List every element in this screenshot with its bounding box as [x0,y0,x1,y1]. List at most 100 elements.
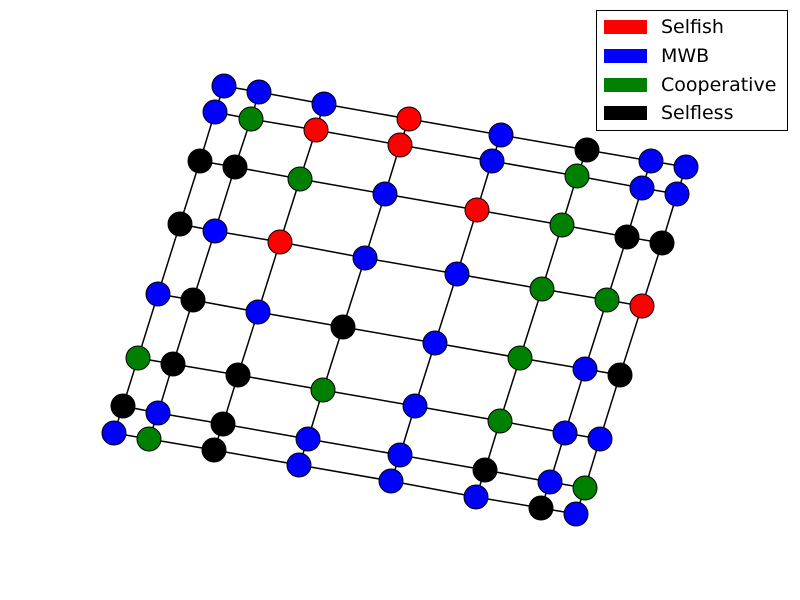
legend-label-cooperative: Cooperative [661,74,777,96]
legend-item-cooperative: Cooperative [604,75,776,95]
node-cooperative-4-5 [507,345,533,371]
node-selfless-2-6 [614,224,640,250]
node-mwb-6-3 [295,426,321,452]
node-mwb-7-0 [101,420,127,446]
node-mwb-7-3 [286,452,312,478]
node-cooperative-5-3 [310,377,336,403]
node-selfless-5-2 [225,362,251,388]
node-selfless-6-0 [110,393,136,419]
node-selfless-5-1 [160,351,186,377]
node-cooperative-3-5 [529,276,555,302]
node-mwb-6-6 [537,469,563,495]
edge-row-0-2 [323,103,410,120]
node-mwb-0-0 [211,73,237,99]
node-mwb-1-4 [479,148,505,174]
node-mwb-5-4 [402,393,428,419]
node-cooperative-6-7 [572,475,598,501]
node-mwb-6-4 [387,442,413,468]
legend-label-selfish: Selfish [661,16,724,38]
edge-row-1-3 [399,144,493,162]
graph-nodes [101,73,699,527]
edge-row-3-3 [364,257,458,275]
node-selfless-4-7 [607,362,633,388]
node-mwb-0-6 [638,148,664,174]
node-mwb-5-7 [587,426,613,452]
node-mwb-1-0 [202,99,228,125]
node-mwb-7-7 [563,501,589,527]
node-selfless-6-2 [210,411,236,437]
node-cooperative-3-6 [594,287,620,313]
node-mwb-5-6 [552,420,578,446]
edge-row-2-3 [384,193,478,211]
edge-row-6-2 [222,423,309,440]
node-mwb-6-1 [145,400,171,426]
node-mwb-4-2 [245,299,271,325]
node-selfless-4-1 [180,287,206,313]
edge-row-7-2 [213,449,300,466]
node-mwb-1-7 [664,181,690,207]
node-selfish-0-3 [396,106,422,132]
node-cooperative-7-1 [136,426,162,452]
node-selfish-3-7 [629,293,655,319]
node-selfless-2-0 [187,148,213,174]
node-selfless-4-3 [330,314,356,340]
legend-swatch-selfish [604,20,647,34]
edge-row-0-3 [408,118,502,136]
edge-row-7-3 [298,464,392,482]
legend-swatch-cooperative [604,78,647,92]
node-cooperative-1-1 [238,106,264,132]
node-cooperative-1-5 [564,163,590,189]
legend-label-mwb: MWB [661,45,710,67]
node-selfish-1-2 [303,117,329,143]
edge-row-6-3 [307,438,401,456]
node-mwb-4-4 [422,330,448,356]
edge-row-5-3 [322,389,416,407]
node-mwb-0-2 [311,91,337,117]
edge-row-5-4 [414,405,501,422]
node-selfish-2-4 [464,197,490,223]
node-mwb-4-6 [572,356,598,382]
edge-row-3-2 [279,241,366,259]
node-selfless-2-7 [649,230,675,256]
node-selfless-6-5 [472,457,498,483]
edge-row-4-3 [342,326,436,344]
node-mwb-0-7 [673,154,699,180]
node-mwb-3-4 [444,261,470,287]
edge-row-1-4 [491,160,578,177]
node-selfish-1-3 [387,132,413,158]
edge-row-2-2 [299,178,386,195]
legend: Selfish MWB Cooperative Selfless [596,10,788,131]
node-selfless-7-6 [528,495,554,521]
edge-row-0-4 [500,134,588,151]
node-mwb-3-3 [352,245,378,271]
edge-row-1-2 [315,129,401,146]
node-selfish-3-2 [267,229,293,255]
legend-item-selfish: Selfish [604,17,724,37]
node-cooperative-2-2 [287,166,313,192]
node-mwb-3-1 [202,218,228,244]
edge-row-4-4 [434,342,521,359]
legend-swatch-mwb [604,49,647,63]
node-cooperative-5-5 [487,408,513,434]
node-selfless-7-2 [201,437,227,463]
node-mwb-2-3 [372,181,398,207]
edge-row-7-4 [390,480,477,498]
node-mwb-4-0 [145,281,171,307]
legend-item-mwb: MWB [604,46,709,66]
legend-label-selfless: Selfless [661,102,734,124]
node-mwb-0-4 [488,122,514,148]
legend-item-selfless: Selfless [604,103,733,123]
legend-swatch-selfless [604,106,647,120]
edge-row-4-2 [257,311,344,328]
node-mwb-7-4 [378,468,404,494]
node-selfless-2-1 [222,154,248,180]
edge-row-3-4 [456,273,543,290]
edge-row-5-2 [237,374,324,391]
node-mwb-7-5 [463,484,489,510]
node-selfless-0-5 [574,137,600,163]
node-mwb-0-1 [246,79,272,105]
node-cooperative-2-5 [549,212,575,238]
node-cooperative-5-0 [125,345,151,371]
node-selfless-3-0 [167,211,193,237]
